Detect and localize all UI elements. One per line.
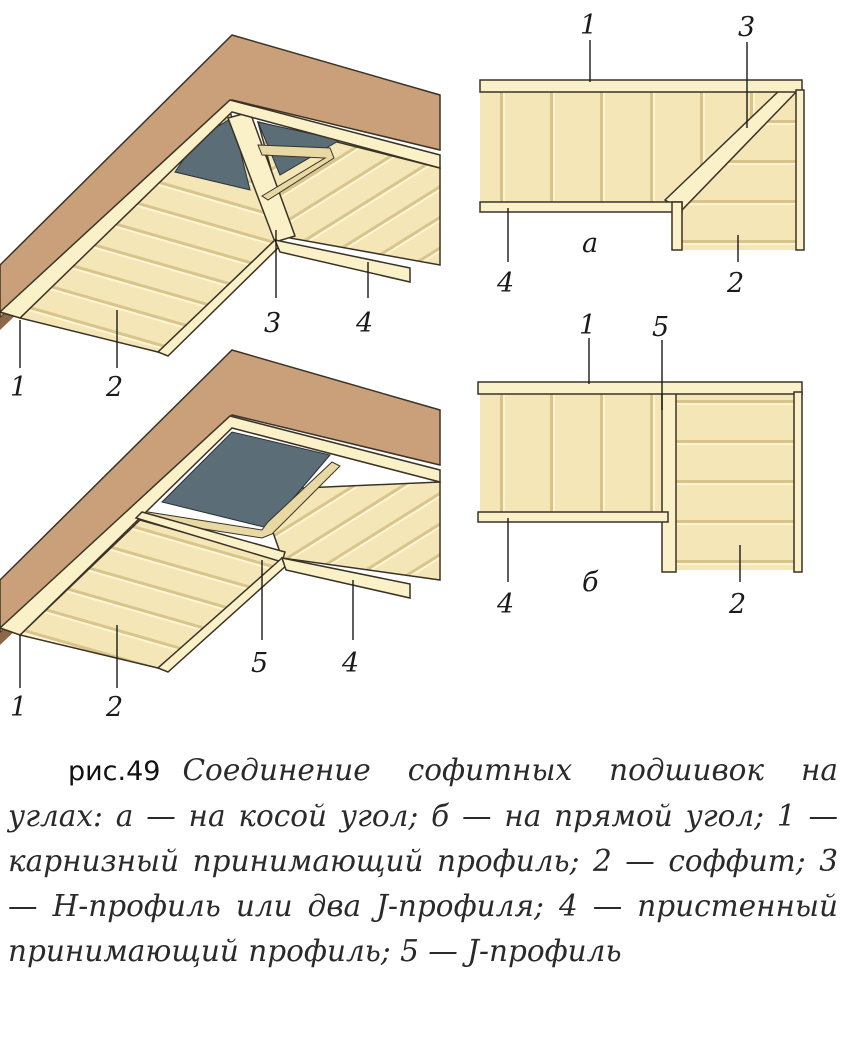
diagram-3d-right-angle: 1 2 5 4	[0, 349, 441, 723]
plan-a-panel-right	[680, 95, 796, 250]
soffit-panel-right-b	[256, 481, 441, 581]
label-plan-b-4: 4	[496, 589, 514, 620]
label-bottom3d-5: 5	[251, 648, 268, 679]
label-plan-a-4: 4	[496, 268, 514, 299]
label-top3d-1: 1	[10, 372, 27, 403]
plan-a-wall-trim-vert	[671, 201, 683, 251]
label-top3d-3: 3	[264, 308, 281, 339]
plan-b-j-profile	[661, 391, 677, 573]
label-plan-b-2: 2	[728, 589, 746, 620]
fascia-board-b	[0, 349, 441, 635]
label-plan-b-1: 1	[579, 310, 596, 341]
eave-trim-profile	[0, 99, 441, 319]
plan-b-panel-left	[480, 392, 662, 514]
h-profile-nail-strip	[257, 144, 335, 201]
plan-b-panel-right	[676, 392, 794, 570]
diagram-3d-diagonal: 1 2 3 4	[0, 34, 441, 403]
label-bottom3d-4: 4	[341, 648, 359, 679]
label-plan-a-letter: а	[582, 228, 598, 259]
label-plan-b-letter: б	[582, 567, 599, 598]
plan-b-side-trim	[793, 391, 803, 573]
label-top3d-2: 2	[105, 372, 123, 403]
wall-trim-right-b	[280, 557, 411, 599]
label-plan-a-2: 2	[726, 268, 744, 299]
figure-number: рис.49	[68, 756, 161, 787]
wall-trim-right	[273, 238, 411, 283]
plan-a-wall-trim	[479, 201, 683, 213]
label-top3d-4: 4	[355, 308, 373, 339]
label-plan-a-1: 1	[580, 10, 597, 41]
label-bottom3d-1: 1	[10, 692, 27, 723]
label-plan-a-3: 3	[738, 12, 755, 43]
label-plan-b-5: 5	[652, 312, 669, 343]
plan-b-wall-trim	[477, 511, 669, 523]
plan-a-eave-trim	[479, 79, 803, 93]
caption-text: Соединение софитных подшивок на углах: а…	[8, 753, 838, 968]
plan-b-eave-trim	[477, 381, 803, 395]
label-bottom3d-2: 2	[105, 692, 123, 723]
plan-a-side-trim	[795, 89, 805, 251]
fascia-board	[0, 34, 441, 320]
diagram-plan-diagonal: 1 3 4 2 а	[479, 10, 805, 299]
soffit-corner-diagram: 1 2 3 4 1 3 4 2 а 1	[0, 10, 805, 723]
diagram-plan-right-angle: 1 5 4 2 б	[477, 310, 803, 620]
j-profile-b	[134, 511, 286, 563]
